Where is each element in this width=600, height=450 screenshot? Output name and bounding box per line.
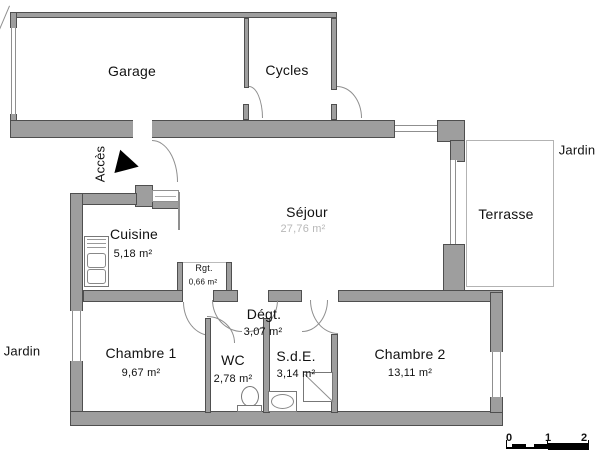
room-label-wc: WC xyxy=(221,352,245,368)
window-chambre1 xyxy=(70,311,83,361)
window-pane-line xyxy=(395,131,437,132)
window-chambre2 xyxy=(490,352,503,397)
door-leaf-cuisine xyxy=(178,192,180,230)
window-pane-line xyxy=(500,352,501,397)
scale-segment-solid xyxy=(548,443,589,450)
area-label-rgt: 0,66 m² xyxy=(188,277,218,287)
window-terrasse-slider xyxy=(449,160,457,244)
window-sejour-top xyxy=(395,120,437,138)
wall-under-placard xyxy=(152,201,180,209)
door-arc-entrance xyxy=(152,140,178,182)
terrasse-outline xyxy=(466,140,554,287)
shower-fixture xyxy=(303,372,334,403)
room-label-rgt: Rgt. xyxy=(195,263,213,273)
window-pane-line xyxy=(80,311,81,361)
access-arrow-icon xyxy=(114,149,142,179)
wall-wc-west xyxy=(205,318,211,413)
room-label-cycles: Cycles xyxy=(265,62,309,78)
room-label-cuisine: Cuisine xyxy=(109,226,159,242)
room-label-sejour: Séjour xyxy=(286,204,328,220)
wall-cycles-divider xyxy=(244,18,249,88)
kitchen-sink-fixture xyxy=(84,236,109,287)
window-garage-left xyxy=(10,28,17,114)
jardin-left-label: Jardin xyxy=(3,343,41,359)
room-label-garage: Garage xyxy=(108,63,156,79)
entrance-opening xyxy=(133,120,152,138)
sink-bowl xyxy=(87,253,106,268)
wall-corridor-seg2 xyxy=(213,290,238,302)
wall-garage-top xyxy=(10,12,337,18)
area-label-sde: 3,14 m² xyxy=(276,368,316,380)
window-pane-line xyxy=(72,311,73,361)
wall-cuisine-top xyxy=(70,193,137,205)
room-label-degt: Dégt. xyxy=(246,306,282,322)
room-label-chambre2: Chambre 2 xyxy=(374,346,446,362)
wall-rgt-left xyxy=(177,262,183,292)
door-arc-chambre2 xyxy=(310,300,338,334)
wall-corner-ne-h xyxy=(437,120,465,142)
scale-tick-label-1: 1 xyxy=(544,432,552,444)
wall-cycles-right xyxy=(331,18,337,90)
area-label-degt: 3,07 m² xyxy=(243,326,283,338)
scale-tick-label-2: 2 xyxy=(580,432,588,444)
washbasin-bowl xyxy=(271,394,294,409)
room-label-chambre1: Chambre 1 xyxy=(105,345,177,361)
wall-corridor-seg3a xyxy=(268,290,302,302)
property-line xyxy=(0,5,11,30)
rgt-front-line xyxy=(183,262,226,263)
area-label-sejour: 27,76 m² xyxy=(280,223,326,235)
window-pane-line xyxy=(395,125,437,126)
area-label-chambre2: 13,11 m² xyxy=(387,367,433,379)
wall-corridor-seg3b xyxy=(338,290,503,302)
window-pane-line xyxy=(492,352,493,397)
wall-wc-east xyxy=(263,318,270,413)
wall-sejour-right-lower xyxy=(443,244,465,292)
wall-rgt-right xyxy=(226,262,232,292)
toilet-fixture xyxy=(241,386,259,407)
wall-corner-ne-v xyxy=(450,140,465,162)
sink-drainboard xyxy=(87,239,106,250)
room-label-terrasse: Terrasse xyxy=(478,206,534,222)
scale-tick-mark xyxy=(506,440,507,449)
wall-main-band xyxy=(10,120,395,138)
wall-corridor-seg1 xyxy=(83,290,183,302)
wall-left xyxy=(70,193,83,413)
door-arc-cycles-exterior xyxy=(337,86,362,118)
scale-segment xyxy=(512,444,526,448)
jardin-right-label: Jardin xyxy=(558,142,596,158)
area-label-chambre1: 9,67 m² xyxy=(121,367,161,379)
access-label: Accès xyxy=(92,145,108,183)
washbasin-fixture xyxy=(268,391,297,412)
scale-baseline xyxy=(506,447,589,449)
door-arc-cycles xyxy=(249,86,263,118)
room-label-sde: S.d.E. xyxy=(276,348,316,364)
sink-bowl xyxy=(87,269,106,284)
window-pane-line xyxy=(455,160,456,244)
wall-sde-east xyxy=(331,334,338,413)
wall-bottom xyxy=(70,411,503,426)
toilet-tank xyxy=(237,405,262,412)
area-label-wc: 2,78 m² xyxy=(213,373,253,385)
window-pane-line xyxy=(450,160,451,244)
closet-shelf-line xyxy=(155,196,176,197)
area-label-cuisine: 5,18 m² xyxy=(113,248,153,260)
window-pane-line xyxy=(15,28,16,114)
wall-cycles-right-stub xyxy=(331,104,337,120)
wall-cycles-divider-stub xyxy=(243,104,249,120)
window-pane-line xyxy=(11,28,12,114)
scale-tick-label-0: 0 xyxy=(505,432,513,444)
wall-entry-stub xyxy=(135,185,153,207)
scale-segment xyxy=(534,444,548,448)
entry-closet xyxy=(152,190,179,202)
